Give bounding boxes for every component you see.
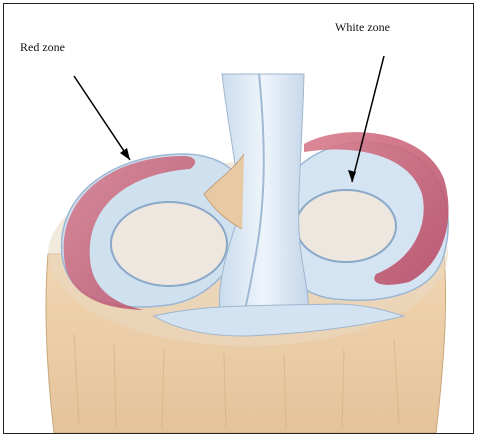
white-zone-label: White zone <box>335 20 390 35</box>
figure-frame: Red zone White zone <box>3 3 474 434</box>
red-zone-label: Red zone <box>20 40 65 55</box>
meniscus-illustration <box>4 4 473 433</box>
red-zone-arrow <box>74 76 130 160</box>
